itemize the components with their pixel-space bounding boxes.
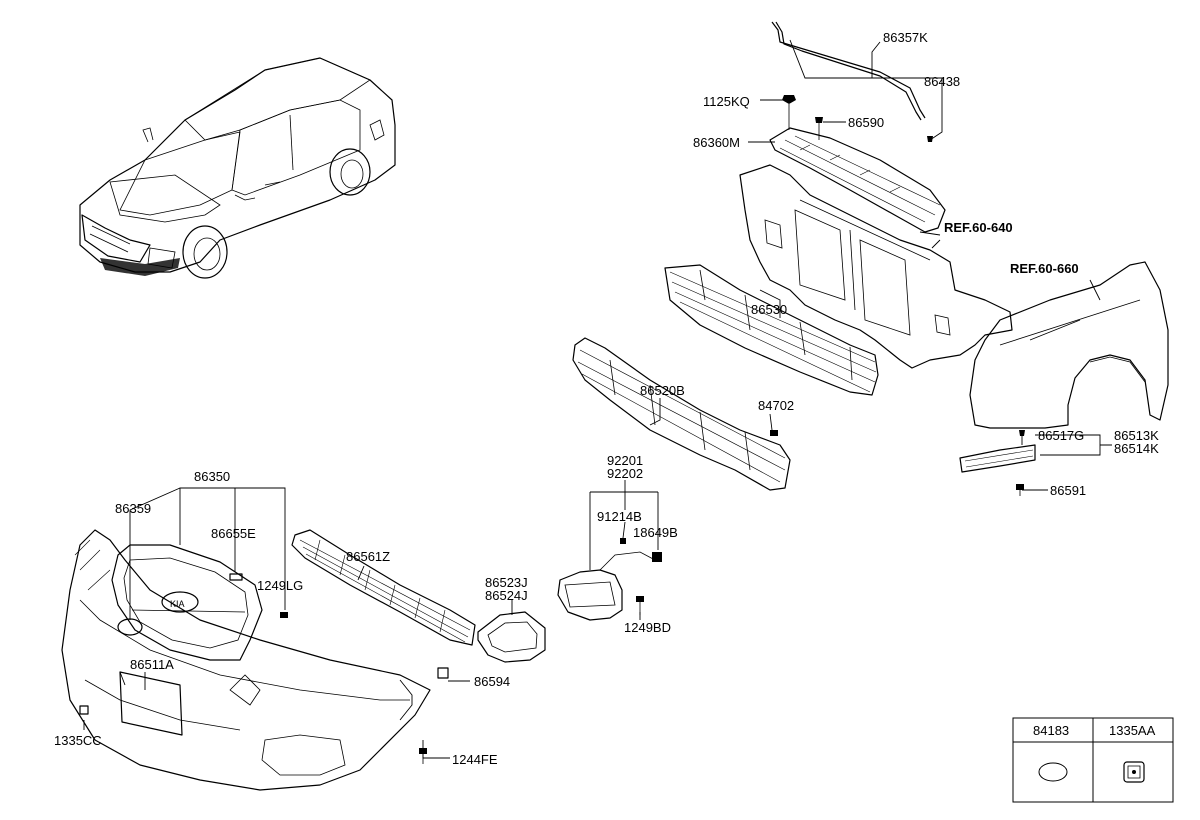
front-bumper-beam — [664, 264, 879, 396]
fog-lamp-cover — [477, 611, 546, 663]
callout-labels: 86357K 86438 1125KQ 86590 86360M REF.60-… — [54, 30, 1159, 767]
badge-86655E — [229, 573, 243, 581]
label-86359: 86359 — [115, 501, 151, 516]
clip-86590 — [815, 117, 823, 140]
label-ref-60-640: REF.60-640 — [944, 220, 1013, 235]
label-86561Z: 86561Z — [346, 549, 390, 564]
label-1249LG: 1249LG — [257, 578, 303, 593]
radiator-grille: KIA — [111, 544, 263, 661]
car-overview-illustration — [79, 57, 396, 279]
label-84702: 84702 — [758, 398, 794, 413]
bolt-1125KQ — [782, 95, 796, 130]
license-bracket-86511A — [119, 671, 183, 736]
clip-86517G — [1019, 430, 1025, 436]
label-86590: 86590 — [848, 115, 884, 130]
label-1244FE: 1244FE — [452, 752, 498, 767]
label-86357K: 86357K — [883, 30, 928, 45]
label-86350: 86350 — [194, 469, 230, 484]
screw-86591 — [1016, 484, 1024, 496]
label-18649B: 18649B — [633, 525, 678, 540]
label-1125KQ: 1125KQ — [703, 94, 750, 109]
upper-tie-bar — [769, 127, 946, 233]
label-86514K: 86514K — [1114, 441, 1159, 456]
label-86594: 86594 — [474, 674, 510, 689]
retainer-86594 — [437, 667, 449, 679]
svg-text:KIA: KIA — [170, 599, 185, 609]
label-86520B: 86520B — [640, 383, 685, 398]
energy-absorber — [572, 337, 791, 491]
label-ref-60-660: REF.60-660 — [1010, 261, 1079, 276]
label-86530: 86530 — [751, 302, 787, 317]
label-86360M: 86360M — [693, 135, 740, 150]
label-92202: 92202 — [607, 466, 643, 481]
label-86524J: 86524J — [485, 588, 528, 603]
fog-lamp-assembly — [557, 551, 656, 621]
side-bracket — [959, 444, 1036, 473]
label-92201: 92201 — [607, 453, 643, 468]
front-bumper-cover — [61, 529, 431, 791]
clip-86438 — [927, 136, 933, 142]
label-86511A: 86511A — [130, 657, 174, 672]
legend-table: 84183 1335AA — [1012, 717, 1174, 803]
label-86523J: 86523J — [485, 575, 528, 590]
label-86591: 86591 — [1050, 483, 1086, 498]
front-fender — [969, 261, 1169, 429]
label-86513K: 86513K — [1114, 428, 1159, 443]
screw-91214B — [620, 538, 626, 544]
radiator-support-carrier — [739, 164, 1013, 369]
hood-stay-rod — [771, 21, 926, 121]
label-91214B: 91214B — [597, 509, 642, 524]
clip-1335AA-icon — [1123, 761, 1145, 783]
legend-col-1335AA: 1335AA — [1109, 723, 1156, 738]
lower-grille — [291, 529, 476, 646]
clip-1335CC — [79, 705, 89, 715]
label-86517G: 86517G — [1038, 428, 1084, 443]
clip-18649B — [652, 552, 662, 562]
legend-col-84183: 84183 — [1033, 723, 1069, 738]
plug-84183-icon — [1038, 762, 1068, 782]
label-86438: 86438 — [924, 74, 960, 89]
clip-84702 — [770, 430, 778, 436]
leader-lines — [83, 39, 1112, 759]
emblem-86359 — [117, 618, 143, 636]
label-1335CC: 1335CC — [54, 733, 102, 748]
label-86655E: 86655E — [211, 526, 256, 541]
label-1249BD: 1249BD — [624, 620, 671, 635]
screw-1249LG — [280, 612, 288, 618]
